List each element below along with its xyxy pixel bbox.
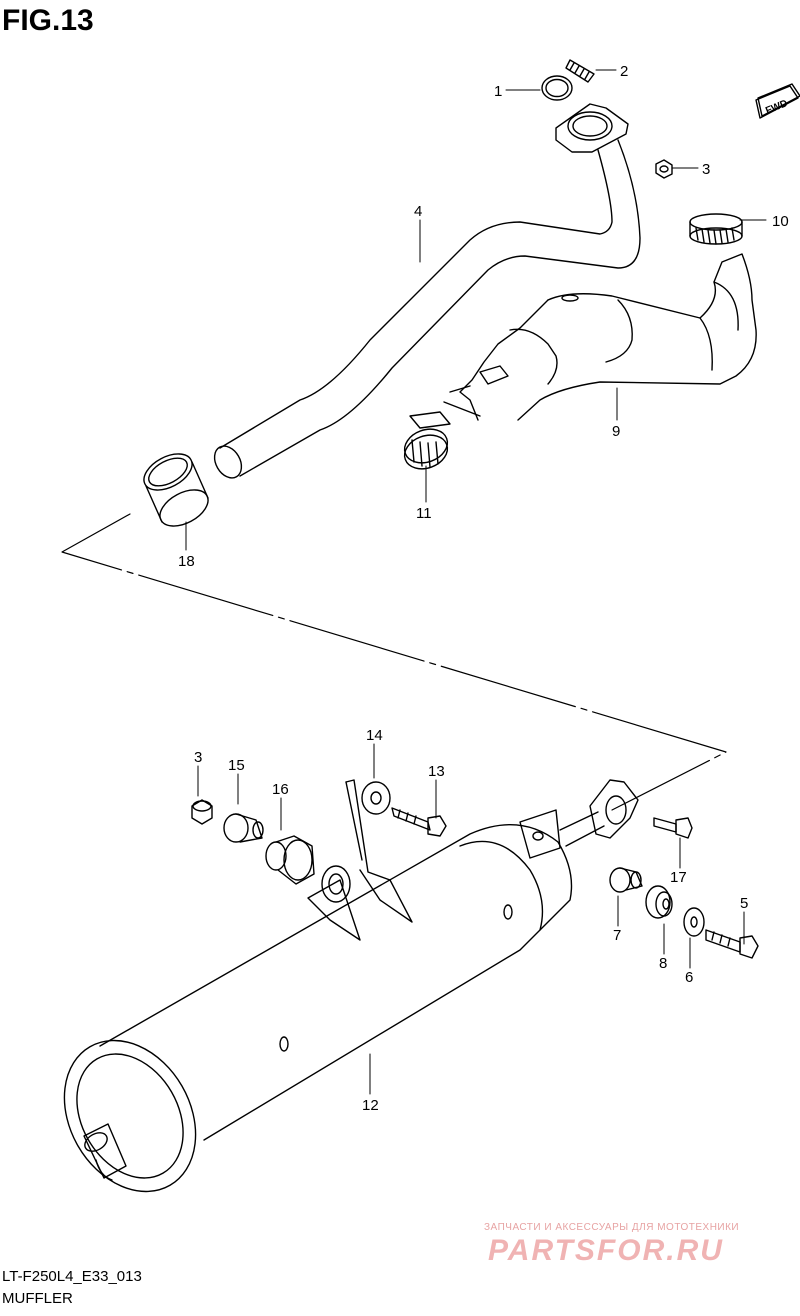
leader-lines — [185, 69, 767, 1095]
collar-part-7 — [609, 867, 643, 893]
sleeve-part-18 — [143, 453, 209, 527]
callout-4: 4 — [414, 203, 422, 220]
washer-part-14 — [361, 781, 391, 815]
callout-17: 17 — [670, 869, 687, 886]
callout-10: 10 — [772, 213, 789, 230]
collar-part-15 — [223, 813, 264, 843]
gasket-part-1 — [541, 75, 573, 101]
callout-14: 14 — [366, 727, 383, 744]
watermark-brand: PARTSFOR.RU — [488, 1234, 724, 1267]
callout-2: 2 — [620, 63, 628, 80]
callout-8: 8 — [659, 955, 667, 972]
callout-7: 7 — [613, 927, 621, 944]
callout-3a: 3 — [702, 161, 710, 178]
fwd-arrow-icon — [755, 83, 800, 119]
callout-11: 11 — [416, 505, 432, 522]
nut-part-3b — [191, 799, 213, 825]
nut-part-3a — [655, 159, 673, 179]
bolt-part-5 — [705, 929, 759, 959]
callout-12: 12 — [362, 1097, 379, 1114]
grommet-part-16 — [265, 835, 315, 885]
callout-labels: 1 2 3 4 10 9 11 18 3 15 16 14 13 17 5 7 … — [178, 63, 789, 1114]
figure-title: FIG.13 — [2, 4, 94, 37]
stud-part-2 — [565, 59, 595, 83]
exhaust-pipe-part-4 — [213, 103, 641, 479]
watermark-tagline: ЗАПЧАСТИ И АКСЕССУАРЫ ДЛЯ МОТОТЕХНИКИ — [484, 1222, 740, 1233]
callout-18: 18 — [178, 553, 195, 570]
grommet-part-8 — [645, 885, 673, 919]
bolt-part-17 — [653, 817, 693, 839]
muffler-pipe-part-9 — [443, 253, 757, 421]
hose-clamp-part-11 — [403, 411, 451, 470]
muffler-part-12 — [63, 779, 639, 1193]
callout-1: 1 — [494, 83, 502, 100]
section-name: MUFFLER — [2, 1290, 73, 1307]
callout-13: 13 — [428, 763, 445, 780]
callout-16: 16 — [272, 781, 289, 798]
bolt-part-13 — [391, 807, 447, 837]
callout-5: 5 — [740, 895, 748, 912]
callout-6: 6 — [685, 969, 693, 986]
assembly-guide-line — [61, 513, 727, 811]
clamp-part-10 — [689, 213, 743, 245]
washer-part-6 — [683, 907, 705, 937]
bracket-grommet — [321, 865, 351, 903]
callout-15: 15 — [228, 757, 245, 774]
callout-9: 9 — [612, 423, 620, 440]
model-code: LT-F250L4_E33_013 — [2, 1268, 142, 1285]
callout-3b: 3 — [194, 749, 202, 766]
